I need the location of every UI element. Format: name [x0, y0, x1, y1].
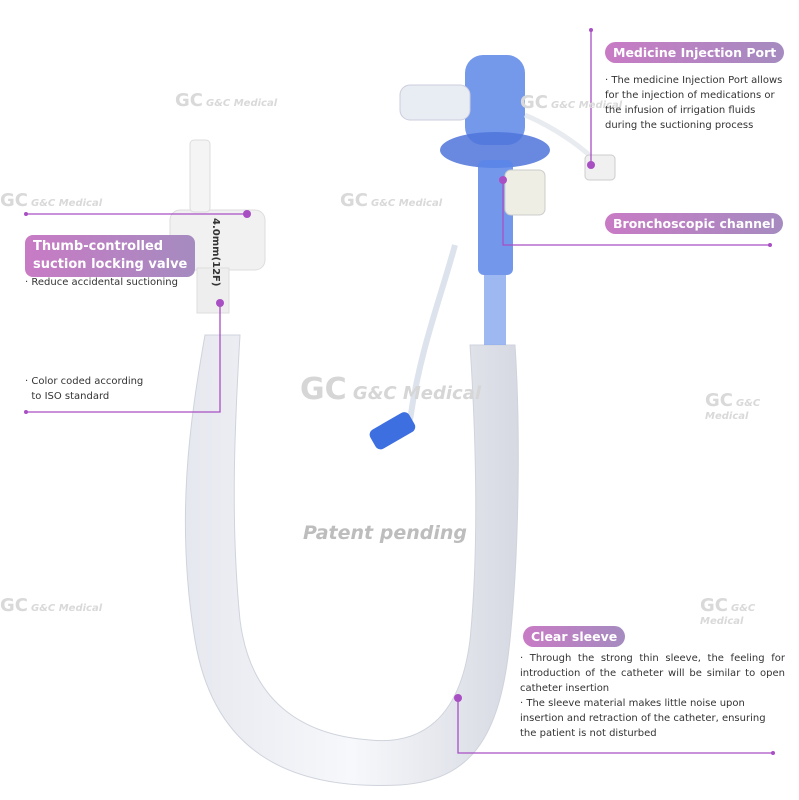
size-label: 4.0mm(12F) — [210, 218, 221, 286]
patent-pending-label: Patent pending — [303, 522, 467, 544]
color-coded-desc: · Color coded according to ISO standard — [25, 376, 144, 402]
clear-sleeve-leader — [457, 698, 773, 754]
bronchoscopic-leader — [502, 180, 770, 246]
medicine-port-title: Medicine Injection Port — [605, 42, 785, 63]
watermark-large: GC G&C Medical — [300, 372, 482, 407]
thumb-valve-desc: · Reduce accidental suctioning — [25, 277, 178, 288]
medicine-port-desc: · The medicine Injection Port allows for… — [605, 75, 783, 131]
clear-sleeve-desc: · Through the strong thin sleeve, the fe… — [520, 653, 785, 739]
clear-sleeve — [184, 334, 519, 786]
blue-connector — [465, 55, 525, 145]
clear-sleeve-title: Clear sleeve — [523, 626, 626, 647]
bronchoscopic-title: Bronchoscopic channel — [605, 213, 783, 234]
color-coded-leader — [26, 303, 221, 413]
